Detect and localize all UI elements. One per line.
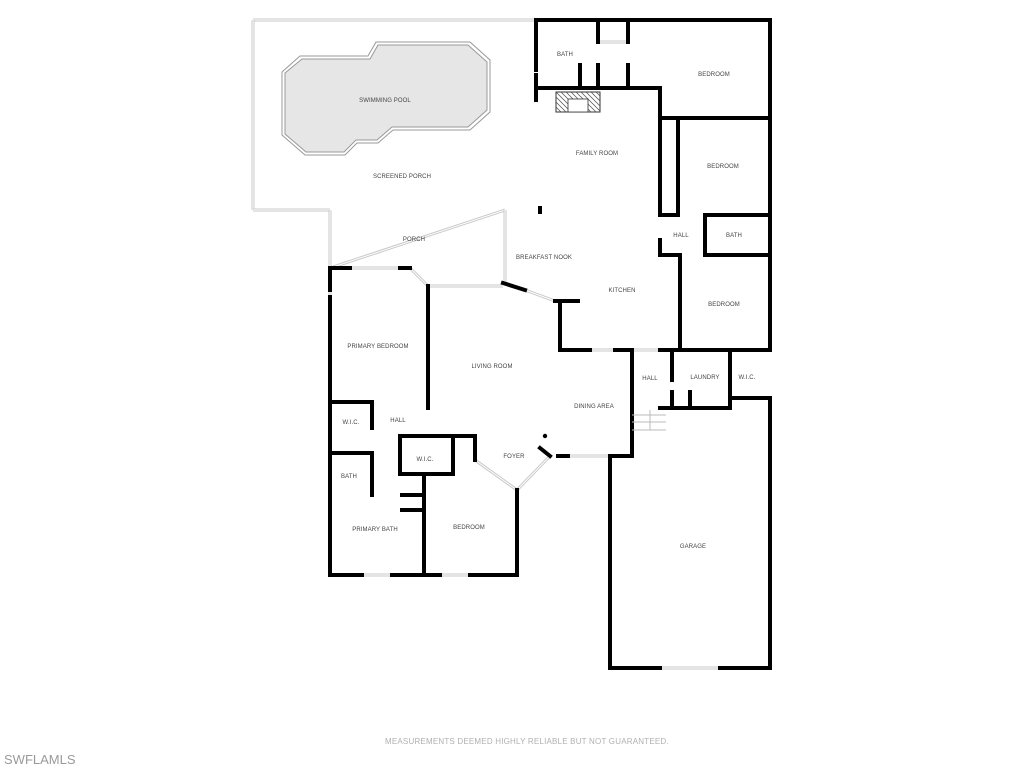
room-label-hall-center: HALL <box>642 376 658 382</box>
room-label-garage: GARAGE <box>679 544 707 550</box>
room-label-hall-left: HALL <box>390 418 406 424</box>
disclaimer-text: MEASUREMENTS DEEMED HIGHLY RELIABLE BUT … <box>385 737 669 746</box>
column-icon <box>542 433 548 439</box>
room-label-laundry: LAUNDRY <box>690 375 720 381</box>
walls <box>328 18 772 670</box>
room-label-wic-left: W.I.C. <box>342 420 360 426</box>
room-label-primary-bath: PRIMARY BATH <box>352 527 398 533</box>
room-label-bedroom-upper-right: BEDROOM <box>707 164 739 170</box>
room-label-kitchen: KITCHEN <box>608 288 636 294</box>
room-label-bath-left: BATH <box>341 474 357 480</box>
room-label-foyer: FOYER <box>503 454 525 460</box>
fireplace-icon <box>555 91 601 113</box>
room-label-primary-bedroom: PRIMARY BEDROOM <box>347 344 409 350</box>
room-label-wic-right: W.I.C. <box>738 375 756 381</box>
swimming-pool-shape <box>281 41 491 156</box>
room-label-bath-top: BATH <box>557 52 573 58</box>
room-label-bath-right: BATH <box>726 233 742 239</box>
room-label-hall-right: HALL <box>673 233 689 239</box>
room-label-screened-porch: SCREENED PORCH <box>372 174 432 180</box>
room-label-bedroom-bottom: BEDROOM <box>453 525 485 531</box>
room-label-dining-area: DINING AREA <box>574 404 614 410</box>
room-label-bedroom-mid-right: BEDROOM <box>708 302 740 308</box>
room-label-living-room: LIVING ROOM <box>471 364 513 370</box>
room-label-porch: PORCH <box>402 237 426 243</box>
room-label-swimming-pool: SWIMMING POOL <box>359 98 411 104</box>
room-label-wic-center: W.I.C. <box>416 457 434 463</box>
entry-steps <box>632 410 666 431</box>
room-label-breakfast-nook: BREAKFAST NOOK <box>516 255 572 261</box>
room-label-bedroom-top: BEDROOM <box>698 72 730 78</box>
room-label-family-room: FAMILY ROOM <box>575 151 619 157</box>
mls-logo: SWFLAMLS <box>4 752 76 767</box>
